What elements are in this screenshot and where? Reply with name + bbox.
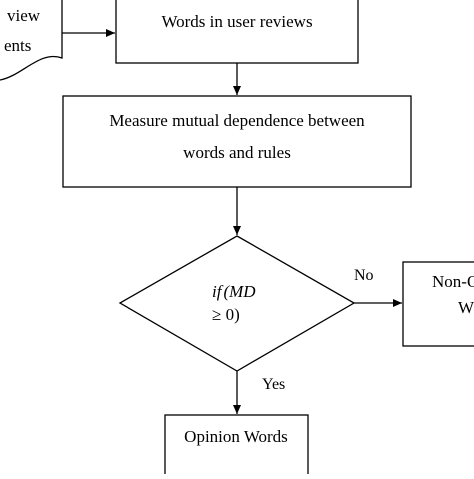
non-opinion-box <box>402 261 474 347</box>
input-document-label-line1: view <box>7 6 41 25</box>
no-label: No <box>354 267 374 284</box>
decision-if: if <box>212 282 224 301</box>
non-opinion-box-node: Non-O W <box>402 261 474 347</box>
measure-box-node: Measure mutual dependence between words … <box>62 95 412 188</box>
decision-node: if(MD ≥ 0) <box>118 235 356 372</box>
measure-box-label-line1: Measure mutual dependence between <box>109 111 365 130</box>
yes-label: Yes <box>262 376 285 393</box>
non-opinion-label-line2: W <box>458 298 474 317</box>
non-opinion-label-line1: Non-O <box>432 272 474 291</box>
input-document-label-line2: ents <box>4 36 31 55</box>
opinion-box-label: Opinion Words <box>184 427 288 446</box>
words-box-label: Words in user reviews <box>161 12 312 31</box>
measure-box <box>62 95 412 188</box>
words-box-node: Words in user reviews <box>115 0 359 64</box>
decision-label-line2: ≥ 0) <box>212 305 240 324</box>
measure-box-label-line2: words and rules <box>183 143 291 162</box>
decision-diamond <box>118 235 356 372</box>
words-box <box>115 0 359 64</box>
input-document-shape <box>0 0 63 81</box>
opinion-box-node: Opinion Words <box>164 414 309 477</box>
input-document-node: view ents <box>0 0 63 81</box>
decision-expr: (MD <box>223 282 256 301</box>
decision-label-line1: if(MD <box>212 282 256 301</box>
